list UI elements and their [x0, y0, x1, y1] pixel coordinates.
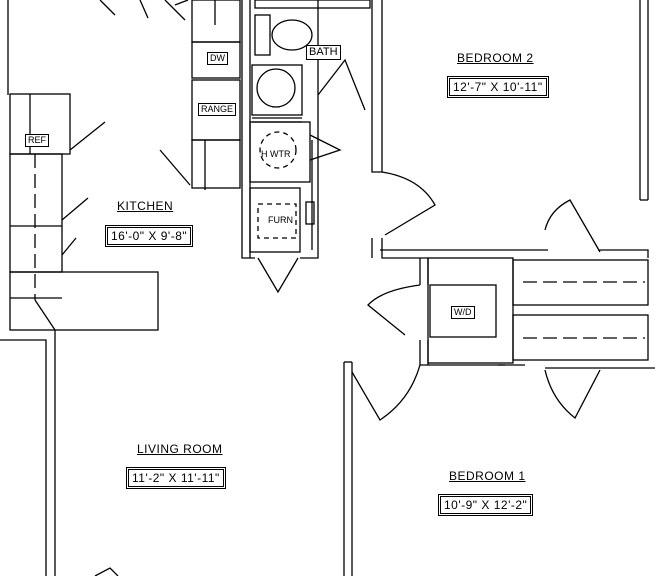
laundry-door-left	[367, 284, 421, 336]
bedroom2-door	[381, 171, 436, 236]
closet-door-upper	[544, 199, 601, 253]
water-heater-door	[309, 134, 342, 161]
doors	[94, 171, 601, 576]
toilet-tank	[254, 14, 271, 56]
furnace-closet	[249, 187, 301, 253]
water-heater-label: H WTR	[261, 149, 291, 159]
sink-counter	[251, 64, 303, 116]
bathtub	[254, 0, 371, 9]
water-heater-closet	[249, 121, 311, 183]
cabinet-upper	[191, 0, 241, 43]
closet-shelf-upper	[512, 259, 649, 306]
living-door-fragment	[94, 567, 119, 576]
furnace-label: FURN	[268, 215, 293, 225]
living-room-name: LIVING ROOM	[137, 442, 223, 456]
kitchen-name: KITCHEN	[117, 199, 174, 213]
bath-door	[317, 58, 366, 111]
furnace-icon	[257, 203, 297, 239]
furnace-door	[257, 257, 299, 294]
washer-dryer-label: W/D	[451, 306, 475, 319]
kitchen-island	[9, 271, 159, 331]
lower-cabinet	[191, 139, 241, 189]
kitchen-fixtures	[9, 0, 241, 331]
dishwasher-box	[191, 41, 241, 79]
bedroom2-dimensions: 12'-7" X 10'-11"	[449, 78, 547, 96]
closet-door-lower	[544, 369, 601, 419]
kitchen-dimensions: 16'-0" X 9'-8"	[107, 227, 192, 245]
bedroom1-door	[351, 364, 421, 421]
living-room-dimensions: 11'-2" X 11'-11"	[128, 469, 224, 487]
closet-shelf-lower	[512, 314, 649, 361]
bedroom2-name: BEDROOM 2	[457, 51, 534, 65]
kitchen-diagonal	[159, 149, 191, 186]
water-heater-icon	[259, 131, 297, 169]
sink-basin-icon	[256, 68, 296, 108]
toilet-bowl-icon	[271, 19, 313, 51]
bedroom1-name: BEDROOM 1	[449, 469, 526, 483]
counter-left	[9, 153, 63, 273]
washer-dryer-box	[429, 284, 497, 338]
dishwasher-label: DW	[207, 52, 228, 65]
laundry-closet	[427, 257, 514, 364]
bath-fixtures	[249, 0, 371, 294]
laundry-closets	[427, 257, 649, 364]
bath-name: BATH	[306, 45, 341, 60]
refrigerator-label: REF	[25, 134, 49, 147]
vent	[305, 201, 315, 225]
range-label: RANGE	[198, 103, 237, 116]
bedroom1-dimensions: 10'-9" X 12'-2"	[440, 496, 532, 514]
